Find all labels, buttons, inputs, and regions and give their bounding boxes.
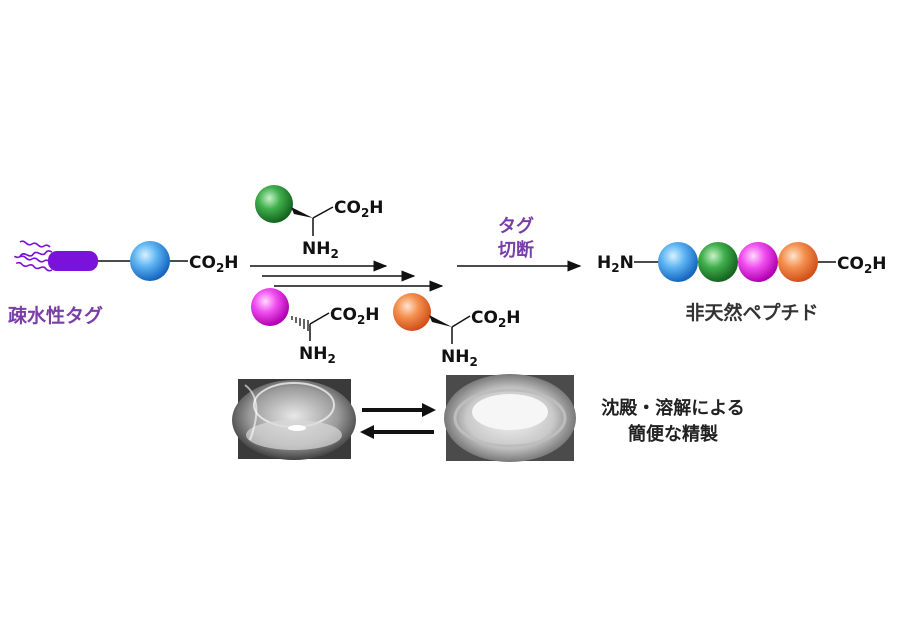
- bond-co2h-green: [312, 206, 334, 219]
- product-label: 非天然ペプチド: [685, 301, 818, 324]
- coupling-arrows: [250, 260, 444, 292]
- photo-dissolved: [232, 379, 356, 460]
- h2n-label: H2N: [597, 253, 634, 275]
- bond-co2h-magenta: [309, 312, 330, 325]
- cleavage-label-line1: タグ: [498, 215, 534, 237]
- amino-acid-magenta: CO2H NH2: [251, 288, 380, 366]
- equilibrium-arrows: [360, 403, 436, 439]
- hash-bond-magenta: [291, 316, 309, 331]
- co2h-label-magenta: CO2H: [330, 305, 380, 327]
- alkyl-chain-1: [19, 240, 51, 248]
- residue-blue: [130, 241, 170, 281]
- nh2-label-green: NH2: [302, 239, 339, 261]
- alkyl-chain-2: [13, 250, 53, 259]
- nh2-label-magenta: NH2: [299, 344, 336, 366]
- co2h-label-green: CO2H: [334, 198, 384, 220]
- wedge-bond-green: [291, 207, 313, 218]
- product-residue-green: [698, 242, 738, 282]
- amino-acid-orange: CO2H NH2: [393, 293, 521, 369]
- residue-green: [255, 185, 293, 223]
- product-residue-orange: [778, 242, 818, 282]
- co2h-label-orange: CO2H: [471, 308, 521, 330]
- tag-chains: [13, 240, 53, 272]
- alkyl-chain-3: [19, 255, 51, 263]
- forward-arrowhead: [422, 403, 436, 417]
- reverse-arrowhead: [360, 425, 374, 439]
- wedge-bond-orange: [429, 315, 452, 327]
- alkyl-chain-4: [15, 261, 53, 272]
- photo-precipitated: [444, 374, 576, 462]
- residue-magenta: [251, 288, 289, 326]
- tag-body: [48, 251, 98, 271]
- purification-label-line1: 沈殿・溶解による: [601, 397, 744, 419]
- cleavage-label-line2: 切断: [498, 239, 534, 261]
- co2h-label-1: CO2H: [189, 253, 239, 275]
- purification-label-line2: 簡便な精製: [628, 423, 718, 445]
- tagged-amino-acid: CO2H: [13, 240, 239, 281]
- residue-orange: [393, 293, 431, 331]
- tag-label: 疎水性タグ: [8, 304, 103, 327]
- nh2-label-orange: NH2: [441, 347, 478, 369]
- product-peptide: H2N CO2H: [597, 242, 887, 282]
- co2h-label-product: CO2H: [837, 254, 887, 276]
- product-residue-blue: [658, 242, 698, 282]
- amino-acid-green: CO2H NH2: [255, 185, 384, 261]
- bond-co2h-orange: [451, 315, 471, 328]
- product-residue-magenta: [738, 242, 778, 282]
